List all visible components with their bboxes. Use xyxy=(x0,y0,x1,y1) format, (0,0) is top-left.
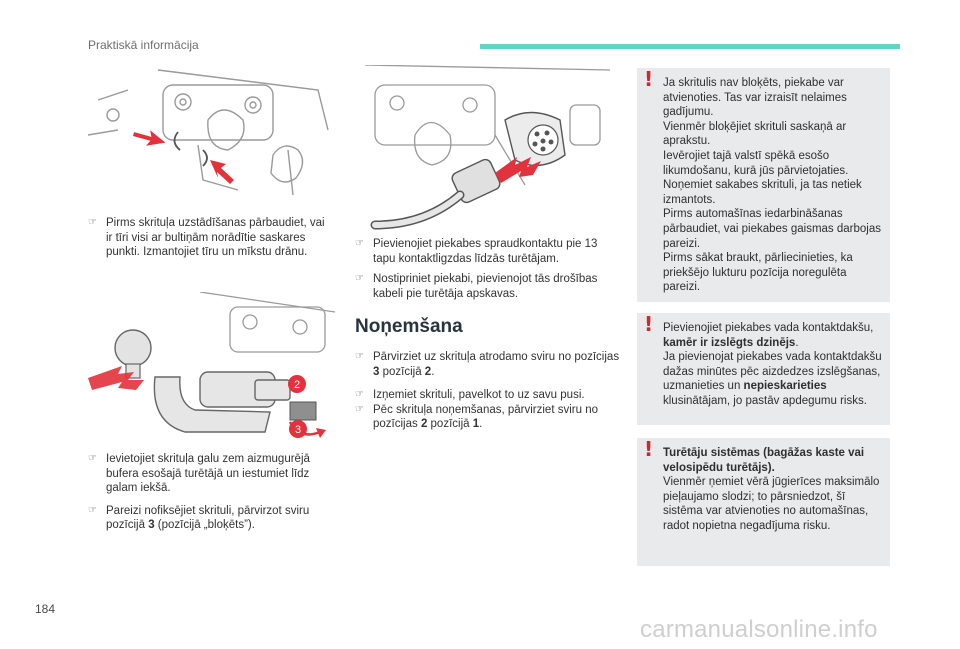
header-accent-bar xyxy=(480,44,900,49)
callout-3-marker: 3 xyxy=(289,420,307,438)
pointing-hand-icon: ☞ xyxy=(355,389,364,401)
svg-text:3: 3 xyxy=(295,424,301,436)
section-heading-removal: Noņemšana xyxy=(355,316,463,337)
pointing-hand-icon: ☞ xyxy=(355,238,364,249)
pointing-hand-icon: ☞ xyxy=(88,453,97,464)
exclamation-icon: ! xyxy=(644,437,654,461)
col2-connect-block: ☞ Pievienojiet piekabes spraudkontaktu p… xyxy=(355,237,620,307)
list-item: ☞ Pareizi nofiksējiet skrituli, pārvirzo… xyxy=(88,504,310,532)
illustration-trailer-plug xyxy=(364,65,611,230)
list-item: ☞ Pievienojiet piekabes spraudkontaktu p… xyxy=(355,238,598,265)
warning-box-3: ! Turētāju sistēmas (bagāžas kaste vai v… xyxy=(637,438,890,566)
illustration-towball-left xyxy=(88,329,152,390)
col2-removal-block: ☞ Pārvirziet uz skrituļa atrodamo sviru … xyxy=(355,350,620,438)
pointing-hand-icon: ☞ xyxy=(355,403,364,415)
exclamation-icon: ! xyxy=(644,67,654,91)
pointing-hand-icon: ☞ xyxy=(355,351,364,362)
list-item: ☞ Nostipriniet piekabi, pievienojot tās … xyxy=(355,273,598,300)
list-item: ☞ Pārvirziet uz skrituļa atrodamo sviru … xyxy=(355,351,620,378)
list-item: ☞ Pirms skrituļa uzstādīšanas pārbaudiet… xyxy=(88,217,325,259)
pointing-hand-icon: ☞ xyxy=(355,273,364,285)
callout-2: 2 xyxy=(294,379,300,391)
page-number: 184 xyxy=(35,602,56,616)
col1-steps-block: ☞ Ievietojiet skrituļa galu zem aizmugur… xyxy=(88,452,328,539)
list-item: ☞ Pēc skrituļa noņemšanas, pārvirziet sv… xyxy=(355,403,598,431)
col1-step1-block: ☞ Pirms skrituļa uzstādīšanas pārbaudiet… xyxy=(88,216,328,266)
exclamation-icon: ! xyxy=(644,312,654,336)
warning-box-2: ! Pievienojiet piekabes vada kontaktdakš… xyxy=(637,313,890,425)
warning-box-1: ! Ja skritulis nav bloķēts, piekabe var … xyxy=(637,68,890,302)
list-item: ☞ Ievietojiet skrituļa galu zem aizmugur… xyxy=(88,453,310,495)
illustration-contact-points xyxy=(88,69,329,196)
pointing-hand-icon: ☞ xyxy=(88,217,97,228)
pointing-hand-icon: ☞ xyxy=(88,504,97,516)
list-item: ☞ Izņemiet skrituli, pavelkot to uz savu… xyxy=(355,389,585,402)
illustration-towball-insert: 2 xyxy=(153,292,335,438)
watermark: carmanualsonline.info xyxy=(640,616,878,643)
section-title: Praktiskā informācija xyxy=(88,38,199,52)
